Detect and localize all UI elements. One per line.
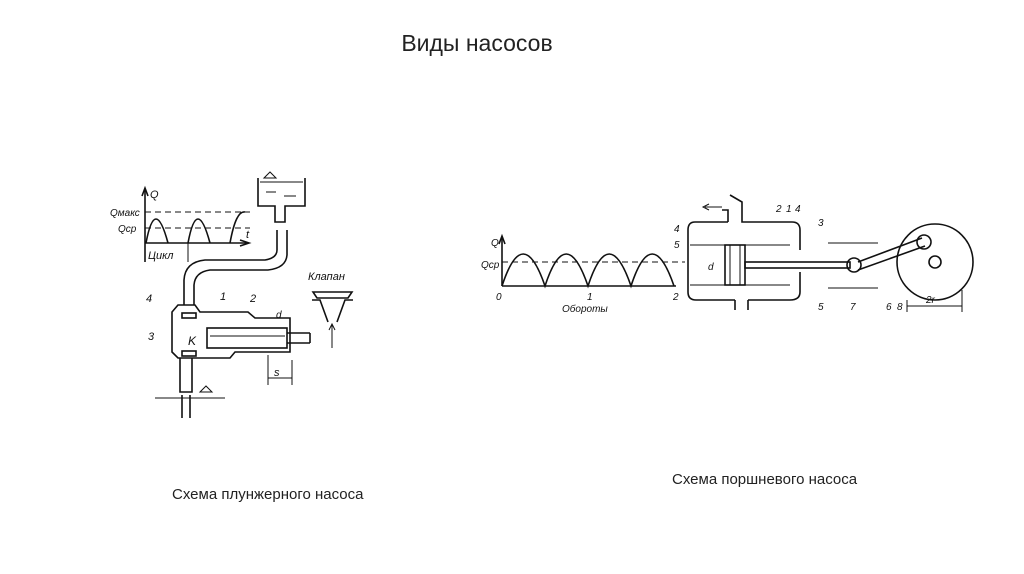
label-k: K [188,334,197,348]
piston-caption: Схема поршневого насоса [672,471,858,488]
label-s: s [274,367,280,379]
axis-q-label: Q [491,238,499,249]
valve-label: Клапан [308,271,345,283]
label-5a: 5 [674,240,680,251]
x-tick-2: 2 [672,292,679,303]
slide-title: Виды насосов [0,30,1024,57]
lower-reservoir [155,385,225,418]
x-tick-0: 0 [496,292,502,303]
label-d: d [276,310,282,321]
slide-title-text: Виды насосов [401,30,553,56]
label-2: 2 [775,204,782,215]
q-avg-label: Qср [118,224,137,235]
label-6: 6 [886,302,892,313]
q-avg-label: Qср [481,260,500,271]
plunger-caption: Схема плунжерного насоса [172,486,364,503]
label-8: 8 [897,302,903,313]
upper-tank [257,171,306,223]
label-2r: 2r [925,295,936,306]
q-max-label: Qмакс [110,208,140,219]
label-3: 3 [148,331,155,343]
label-4b: 4 [674,224,680,235]
axis-t-label: t [246,229,250,241]
label-4a: 4 [795,204,801,215]
label-5b: 5 [818,302,824,313]
pump-body: K 1 2 3 4 d s [146,291,311,393]
label-1: 1 [220,291,226,303]
cycle-label: Цикл [148,250,174,262]
label-7: 7 [850,302,856,313]
axis-q-label: Q [150,189,159,201]
label-4: 4 [146,293,152,305]
cylinder: d 2 1 4 3 4 5 5 [674,194,851,313]
x-tick-1: 1 [587,292,593,303]
piston-flow-chart: Q Qср 0 1 2 Обороты [481,233,685,315]
plunger-flow-chart: Q Qмакс Qср t Цикл [110,185,252,262]
x-axis-label: Обороты [562,303,608,315]
label-3: 3 [818,218,824,229]
label-1: 1 [786,204,792,215]
valve-inset: Клапан [308,271,354,348]
crank-mechanism: 7 6 8 2r [828,223,974,313]
label-d: d [708,262,714,273]
label-2: 2 [249,293,256,305]
